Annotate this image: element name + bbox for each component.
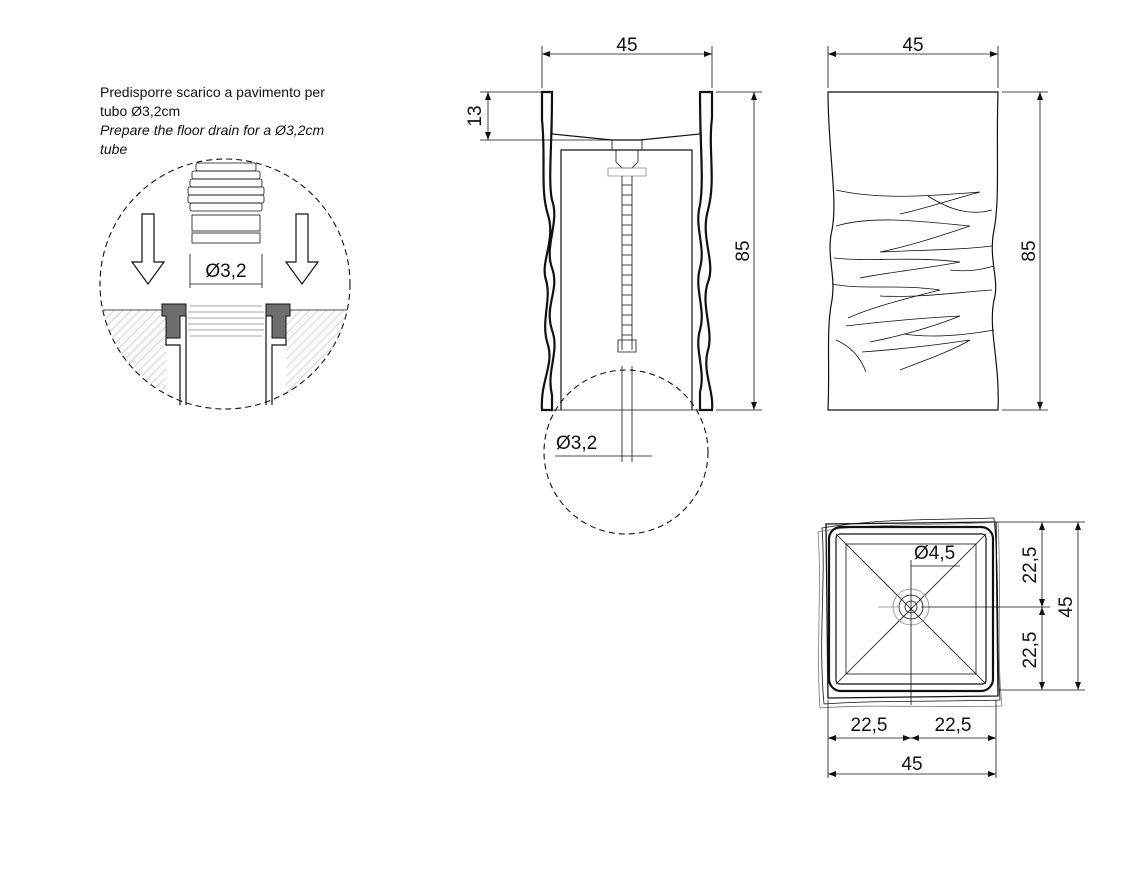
front-view: 45 85	[827, 35, 1048, 411]
section-waste-fitting	[607, 139, 647, 353]
section-drain-diameter-label: Ø3,2	[556, 433, 597, 454]
installation-note: Predisporre scarico a pavimento per tubo…	[100, 83, 400, 159]
corrugated-pipe	[187, 162, 265, 244]
top-half-width-right-label: 22,5	[935, 715, 972, 736]
top-outer-rim	[817, 517, 1003, 709]
floor-hatch-left	[100, 310, 166, 409]
note-english-line-1: Prepare the floor drain for a Ø3,2cm	[100, 122, 325, 138]
floor-seal-left	[161, 303, 187, 339]
note-italian-line-2: tubo Ø3,2cm	[100, 103, 181, 119]
down-arrow-left-icon	[130, 213, 166, 286]
section-view: Ø3,2 45 13 85	[465, 35, 762, 535]
section-bowl-depth-label: 13	[465, 105, 486, 126]
section-right-wall	[697, 90, 714, 412]
section-basin	[551, 92, 701, 141]
top-half-width-left-label: 22,5	[851, 715, 888, 736]
floor-drain-detail: Ø3,2	[99, 158, 351, 410]
drain-sleeve-right	[265, 316, 287, 405]
section-height-label: 85	[733, 240, 754, 261]
detail-circle	[99, 158, 351, 410]
floor-hatch-right	[286, 310, 350, 409]
section-width-label: 45	[616, 35, 637, 56]
front-body-outline	[827, 91, 999, 411]
top-view: Ø4,5 22,5 22,5 45 22,5 22,5 45	[817, 517, 1085, 778]
drain-sleeve-left	[165, 316, 187, 405]
top-depth-label: 45	[1056, 596, 1077, 617]
front-height-label: 85	[1019, 240, 1040, 261]
top-width-label: 45	[901, 754, 922, 775]
front-wrinkle-texture	[831, 189, 995, 373]
section-detail-circle	[543, 369, 709, 535]
top-waste-diameter-label: Ø4,5	[914, 543, 955, 564]
section-left-wall	[540, 90, 556, 412]
top-half-depth-lower-label: 22,5	[1020, 632, 1041, 669]
front-width-label: 45	[902, 35, 923, 56]
note-italian-line-1: Predisporre scarico a pavimento per	[100, 84, 325, 100]
section-inner-column	[560, 149, 693, 410]
top-half-depth-upper-label: 22,5	[1020, 547, 1041, 584]
note-english-line-2: tube	[100, 141, 128, 157]
floor-seal-right	[265, 303, 291, 339]
detail-pipe-diameter-label: Ø3,2	[205, 261, 246, 282]
down-arrow-right-icon	[284, 213, 320, 286]
